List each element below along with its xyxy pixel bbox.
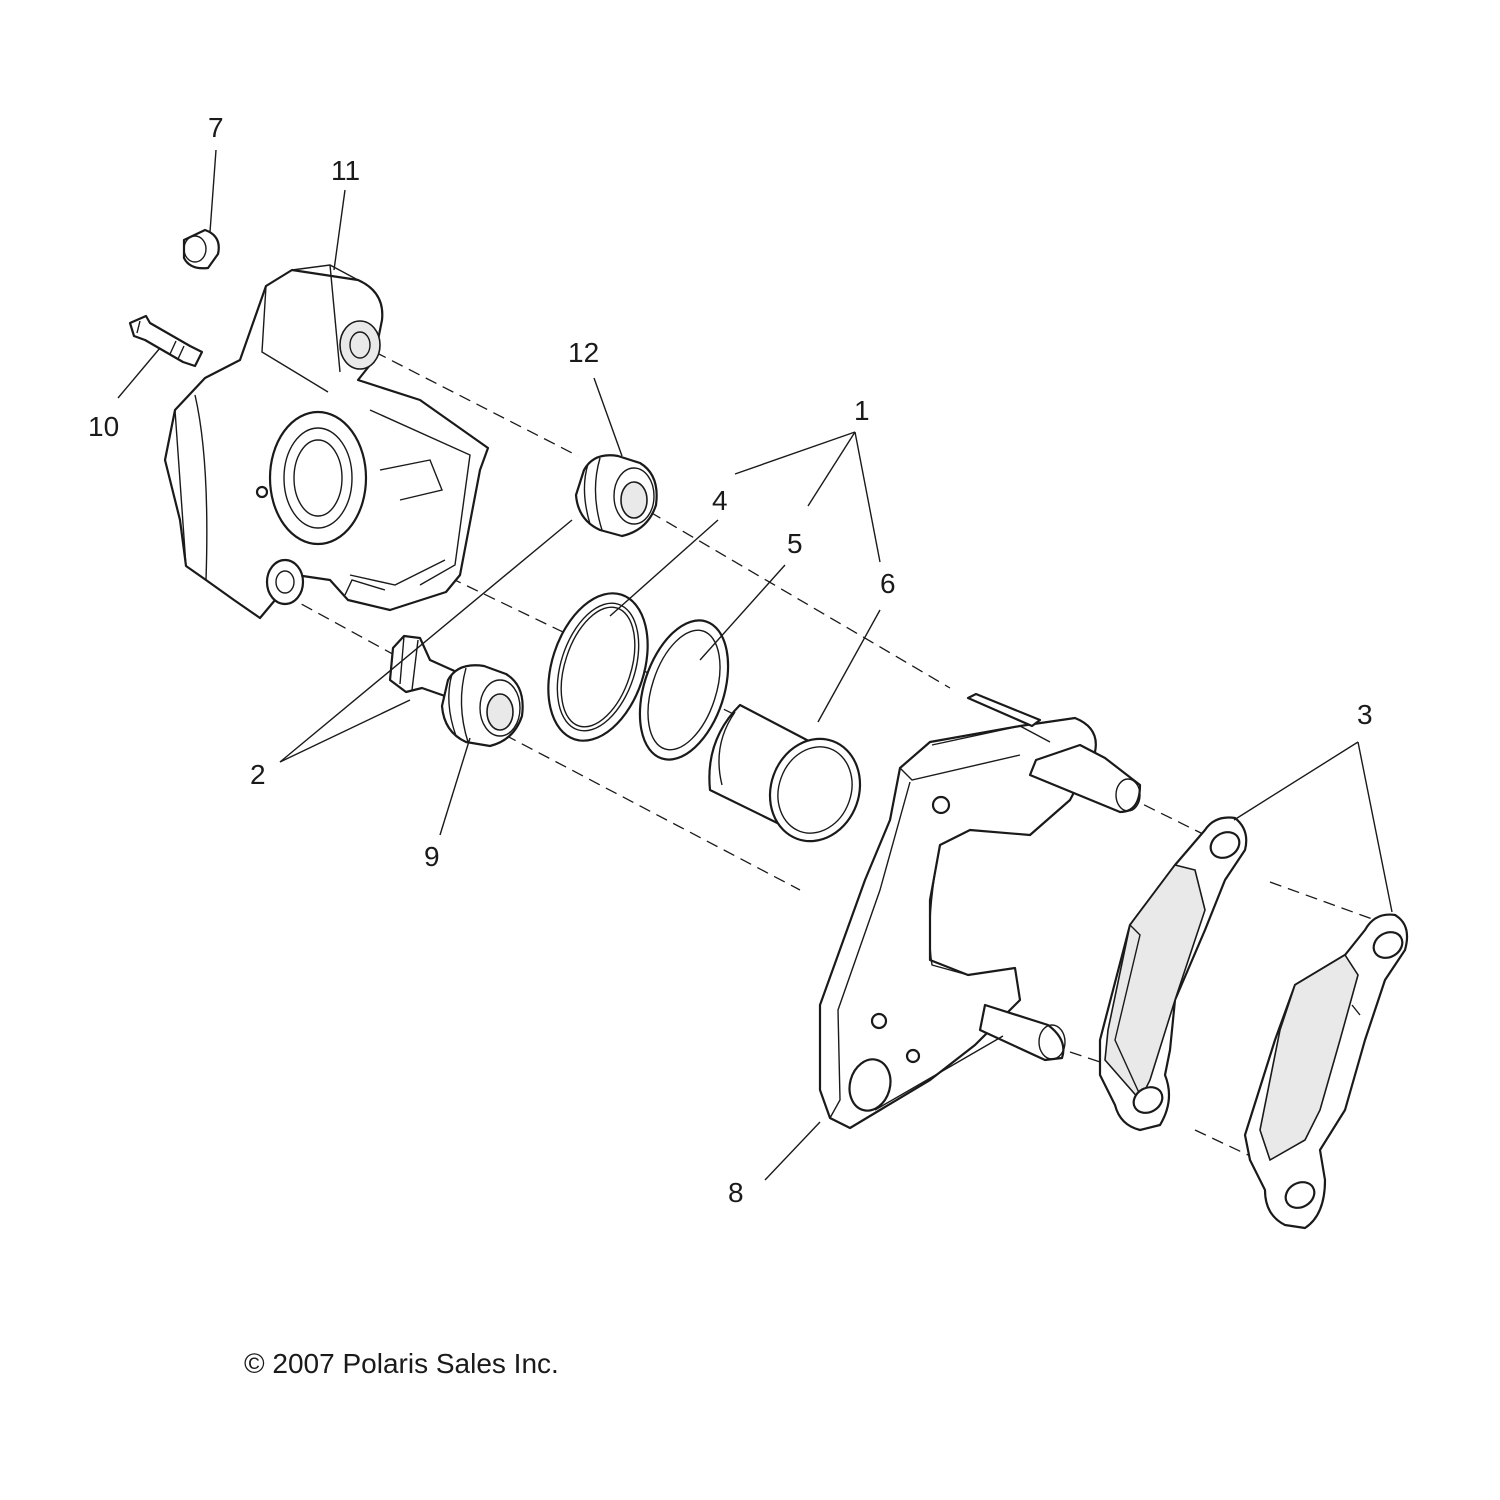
seal-ring-part-5 (638, 619, 730, 761)
lower-boot-part-9 (440, 664, 524, 748)
callout-10: 10 (88, 411, 119, 442)
bleeder-screw-part-10 (128, 314, 204, 368)
mounting-bracket-part-8 (818, 692, 1142, 1130)
callout-12: 12 (568, 337, 599, 368)
brake-pad-inner-part-3 (1098, 816, 1248, 1132)
callout-8: 8 (728, 1177, 744, 1208)
piston-part-6 (708, 703, 862, 843)
callout-7: 7 (208, 112, 224, 143)
callout-2: 2 (250, 759, 266, 790)
callout-9: 9 (424, 841, 440, 872)
callout-5: 5 (787, 528, 803, 559)
bleeder-cap-part-7 (182, 228, 220, 270)
caliper-body-part-11 (163, 264, 490, 620)
callout-3: 3 (1357, 699, 1373, 730)
copyright-notice: © 2007 Polaris Sales Inc. (244, 1348, 559, 1379)
callout-1: 1 (854, 395, 870, 426)
callout-4: 4 (712, 485, 728, 516)
seal-ring-part-4 (547, 592, 649, 742)
brake-pad-outer-part-3 (1243, 913, 1409, 1230)
leader-lines (117, 149, 1393, 1181)
upper-boot-part-12 (574, 454, 658, 538)
callout-6: 6 (880, 568, 896, 599)
callout-11: 11 (331, 155, 360, 186)
